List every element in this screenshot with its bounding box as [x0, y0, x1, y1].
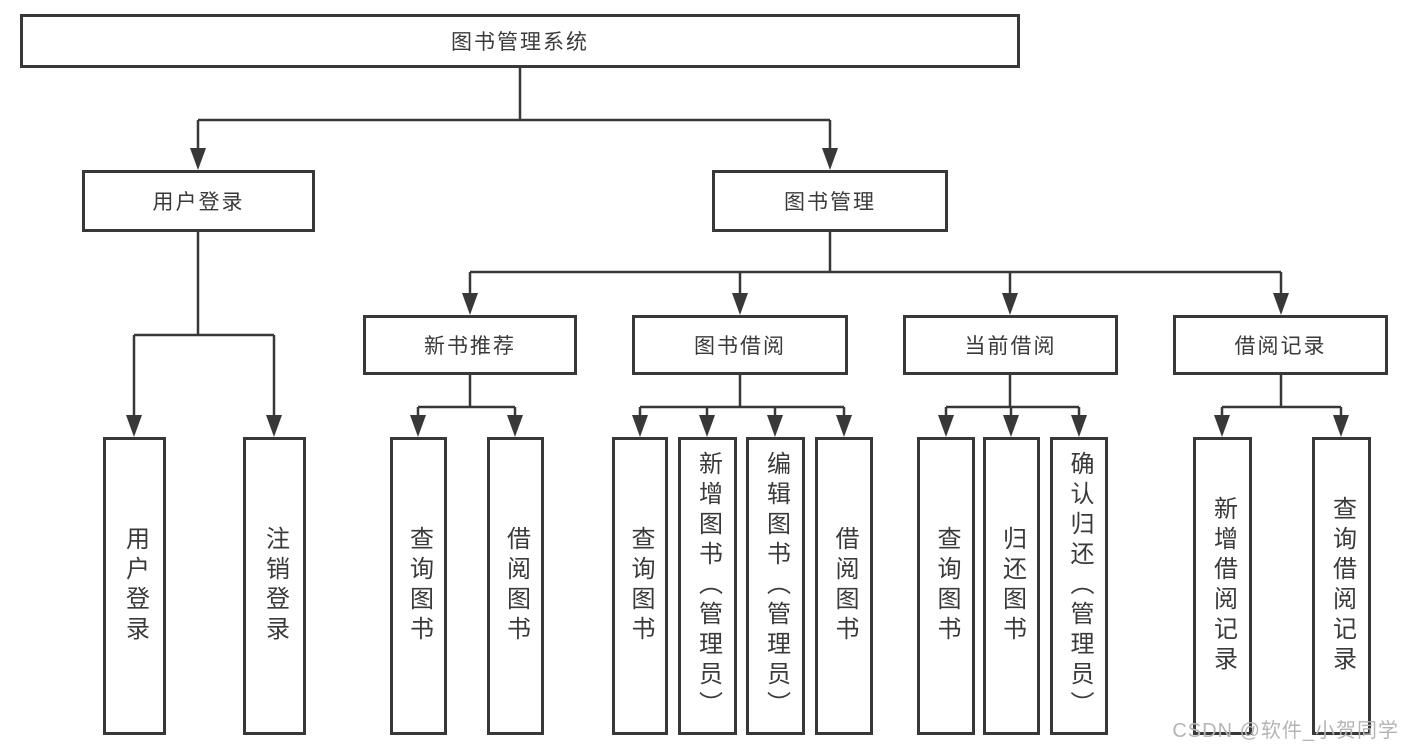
leaf-query-borrow-record: 查询借阅记录 — [1312, 437, 1371, 735]
leaf-edit-books-admin-label: 编辑图书（管理员） — [762, 451, 790, 721]
leaf-return-books-label: 归还图书 — [998, 526, 1026, 646]
csdn-watermark: CSDN @软件_小贺同学 — [1172, 720, 1399, 742]
leaf-query-books-3-label: 查询图书 — [933, 526, 960, 646]
arrowhead — [1003, 415, 1019, 437]
arrowhead — [126, 415, 142, 437]
arrowhead — [1333, 415, 1349, 437]
connector-book-management-children — [468, 232, 1283, 297]
connector-current-borrow-children — [944, 375, 1081, 419]
arrowhead — [732, 293, 748, 315]
leaf-confirm-return-admin-label: 确认归还（管理员） — [1066, 451, 1093, 721]
arrowhead — [266, 415, 282, 437]
leaf-logout: 注销登录 — [243, 437, 306, 735]
connector-borrow-records-children — [1220, 375, 1343, 419]
leaf-query-books-1-label: 查询图书 — [405, 526, 433, 646]
arrowhead — [699, 415, 715, 437]
arrowhead — [1071, 415, 1087, 437]
arrowhead — [836, 415, 852, 437]
leaf-query-books-2-label: 查询图书 — [627, 526, 654, 646]
connector-book-borrow-children — [638, 375, 846, 419]
leaf-query-borrow-record-label: 查询借阅记录 — [1328, 496, 1356, 676]
leaf-user-login-label: 用户登录 — [121, 526, 149, 646]
leaf-add-borrow-record-label: 新增借阅记录 — [1209, 496, 1237, 676]
leaf-query-books-3: 查询图书 — [917, 437, 975, 735]
arrowhead — [507, 415, 523, 437]
leaf-logout-label: 注销登录 — [261, 526, 289, 646]
connector-root-to-level2 — [196, 68, 832, 152]
node-book-management: 图书管理 — [712, 170, 948, 232]
node-user-login: 用户登录 — [82, 170, 315, 232]
leaf-add-books-admin-label: 新增图书（管理员） — [694, 451, 722, 721]
node-user-login-label: 用户登录 — [152, 191, 245, 214]
node-root-label: 图书管理系统 — [451, 31, 589, 54]
leaf-borrow-books-1-label: 借阅图书 — [502, 526, 530, 646]
arrowhead — [190, 148, 206, 170]
node-new-book-recommendation: 新书推荐 — [363, 315, 577, 375]
arrowhead — [462, 293, 478, 315]
node-book-management-label: 图书管理 — [784, 191, 876, 214]
arrowhead — [1214, 415, 1230, 437]
arrowhead — [822, 148, 838, 170]
leaf-borrow-books-1: 借阅图书 — [487, 437, 544, 735]
arrowhead — [632, 415, 648, 437]
node-current-borrowing: 当前借阅 — [903, 315, 1118, 375]
leaf-query-books-2: 查询图书 — [612, 437, 668, 735]
node-root: 图书管理系统 — [20, 14, 1020, 68]
leaf-query-books-1: 查询图书 — [390, 437, 447, 735]
arrowhead — [1002, 293, 1018, 315]
node-borrowing-records: 借阅记录 — [1173, 315, 1388, 375]
arrowhead — [1273, 293, 1289, 315]
arrowhead — [938, 415, 954, 437]
node-borrowing-records-label: 借阅记录 — [1234, 335, 1327, 358]
leaf-confirm-return-admin: 确认归还（管理员） — [1050, 437, 1108, 735]
leaf-return-books: 归还图书 — [983, 437, 1040, 735]
node-new-book-recommendation-label: 新书推荐 — [424, 335, 516, 358]
node-current-borrowing-label: 当前借阅 — [964, 335, 1057, 358]
arrowhead — [410, 415, 426, 437]
leaf-borrow-books-2: 借阅图书 — [815, 437, 873, 735]
leaf-add-borrow-record: 新增借阅记录 — [1193, 437, 1252, 735]
leaf-borrow-books-2-label: 借阅图书 — [831, 526, 858, 646]
node-book-borrowing: 图书借阅 — [632, 315, 848, 375]
node-book-borrowing-label: 图书借阅 — [694, 335, 786, 358]
connector-new-book-rec-children — [416, 375, 517, 419]
leaf-add-books-admin: 新增图书（管理员） — [678, 437, 737, 735]
leaf-user-login: 用户登录 — [103, 437, 166, 735]
connector-user-login-children — [132, 232, 276, 419]
leaf-edit-books-admin: 编辑图书（管理员） — [746, 437, 805, 735]
arrowhead — [767, 415, 783, 437]
